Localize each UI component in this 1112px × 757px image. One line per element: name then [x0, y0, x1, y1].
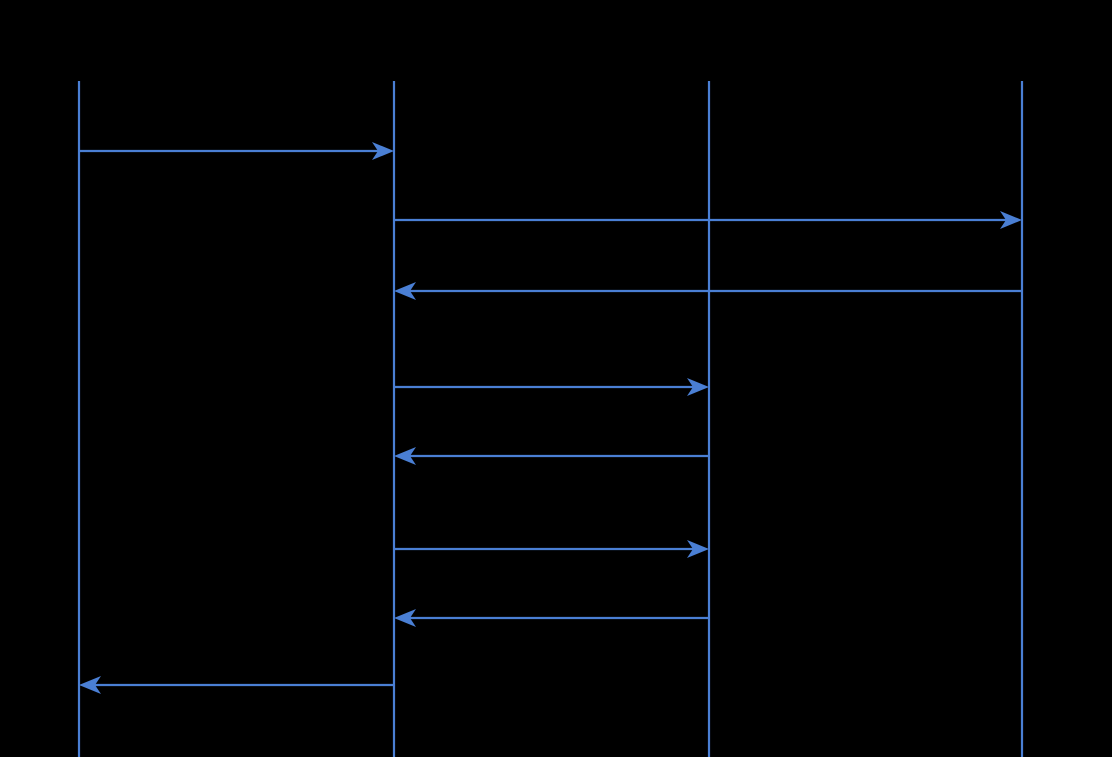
arrow-head-m1 — [372, 142, 394, 160]
arrow-head-m7 — [394, 609, 416, 627]
message-m6 — [394, 540, 709, 558]
arrow-head-m3 — [394, 282, 416, 300]
message-m7 — [394, 609, 709, 627]
arrow-head-m6 — [687, 540, 709, 558]
message-m2 — [394, 211, 1022, 229]
message-m3 — [394, 282, 1022, 300]
message-m4 — [394, 378, 709, 396]
message-m1 — [79, 142, 394, 160]
arrow-head-m5 — [394, 447, 416, 465]
lifelines-group — [77, 81, 1024, 757]
arrow-head-m2 — [1000, 211, 1022, 229]
messages-group — [79, 142, 1022, 694]
message-m8 — [79, 676, 394, 694]
arrow-head-m8 — [79, 676, 101, 694]
arrow-head-m4 — [687, 378, 709, 396]
message-m5 — [394, 447, 709, 465]
